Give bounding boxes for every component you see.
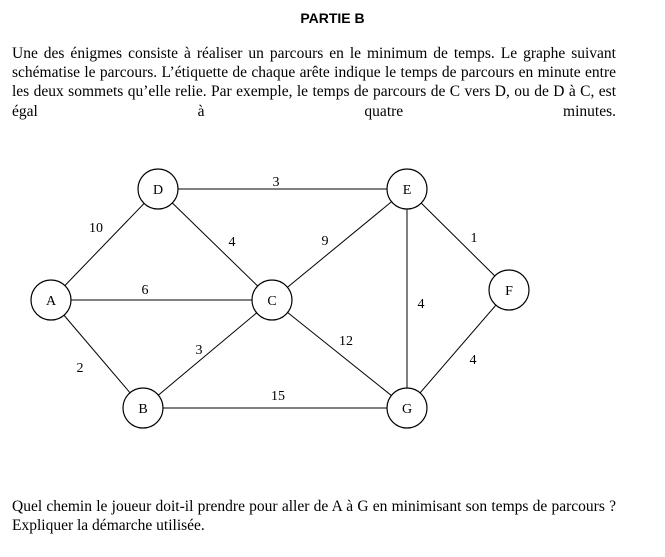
edge-weight-B-G: 15	[271, 389, 285, 404]
node-G	[386, 387, 428, 429]
node-D	[137, 168, 179, 210]
node-E	[386, 168, 428, 210]
node-B	[122, 387, 164, 429]
edge-C-G	[271, 299, 408, 409]
edge-A-D	[50, 188, 159, 301]
node-C	[251, 279, 293, 321]
node-label-A: A	[46, 294, 57, 309]
node-A	[30, 279, 72, 321]
edge-weight-D-C: 4	[229, 235, 236, 250]
edge-D-C	[157, 188, 273, 301]
edge-B-C	[142, 299, 273, 409]
edge-weight-E-F: 1	[471, 231, 478, 246]
edge-E-F	[406, 188, 510, 291]
edge-weight-C-G: 12	[339, 334, 353, 349]
node-label-C: C	[267, 294, 276, 309]
edge-A-B	[50, 299, 144, 409]
edge-weight-F-G: 4	[470, 353, 477, 368]
edge-F-G	[406, 289, 510, 409]
node-label-B: B	[138, 402, 147, 417]
edge-weight-D-E: 3	[273, 175, 280, 190]
node-label-G: G	[402, 402, 412, 417]
edge-weight-A-C: 6	[142, 283, 149, 298]
edge-C-E	[271, 188, 408, 301]
edge-weight-A-B: 2	[77, 361, 84, 376]
edge-weight-A-D: 10	[89, 221, 103, 236]
edge-weight-B-C: 3	[196, 343, 203, 358]
intro-paragraph: Une des énigmes consiste à réaliser un p…	[12, 45, 616, 120]
edge-weight-C-E: 9	[322, 234, 329, 249]
section-title: PARTIE B	[300, 10, 365, 26]
node-label-F: F	[505, 284, 513, 299]
node-label-D: D	[153, 183, 163, 198]
question-paragraph: Quel chemin le joueur doit-il prendre po…	[12, 498, 616, 535]
node-label-E: E	[403, 183, 412, 198]
node-F	[488, 269, 530, 311]
edge-weight-E-G: 4	[418, 297, 425, 312]
